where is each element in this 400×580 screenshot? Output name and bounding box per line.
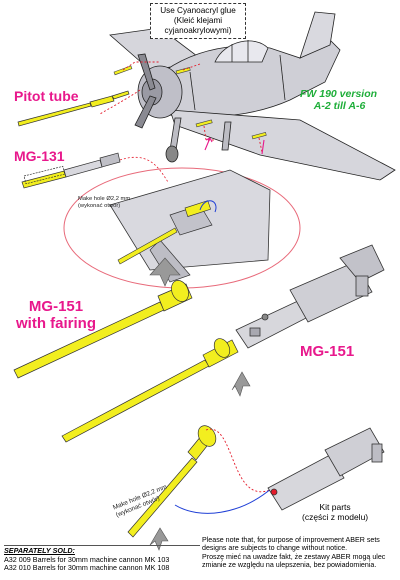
mg151-gun-body (235, 244, 385, 349)
hole-note-top: Make hole Ø2,2 mm (wykonać otwór) (78, 196, 130, 210)
separately-sold-item: A32 009 Barrels for 30mm machine cannon … (4, 554, 170, 564)
mg151-barrel-part (61, 338, 239, 443)
version-line: A-2 till A-6 (313, 100, 366, 112)
mg151-fairing-line: MG-151 (28, 298, 84, 315)
glue-note-box: Use Cyanoacryl glue (Kleić klejami cyjan… (150, 3, 246, 39)
notice-line: Proszę mieć na uwadze fakt, że zestawy A… (202, 552, 386, 561)
mg151-fairing-line: with fairing (16, 315, 96, 332)
separately-sold-item: A32 010 Barrels for 30mm machine cannon … (4, 563, 170, 573)
glue-note-line: cyjanoakrylowymi) (164, 26, 232, 35)
lower-barrel-part (127, 425, 217, 538)
pitot-tube-part (17, 90, 130, 127)
mg131-label: MG-131 (14, 148, 65, 164)
mg131-part (21, 152, 121, 189)
fw190-aircraft (109, 11, 396, 181)
mg151-fairing-label: MG-151 with fairing (16, 298, 96, 332)
separately-sold-box: SEPARATELY SOLD: A32 009 Barrels for 30m… (4, 545, 200, 573)
mg151-arrow (231, 371, 251, 397)
kit-parts-guide (205, 428, 271, 493)
kit-parts-line: Kit parts (319, 502, 351, 512)
kit-parts-line: (części z modelu) (302, 512, 369, 522)
callout-arrows (204, 137, 265, 155)
kit-parts-label: Kit parts (części z modelu) (302, 502, 368, 522)
version-line: FW 190 version (300, 88, 378, 100)
aircraft-part-markers (113, 65, 267, 140)
aircraft-guide-lines (99, 61, 263, 153)
pitot-tube-label: Pitot tube (14, 88, 79, 104)
glue-note-line: (Kleić klejami (173, 16, 223, 25)
notice-line: designs are subjects to change without n… (202, 544, 348, 553)
kit-parts-gun (267, 427, 385, 511)
separately-sold-heading: SEPARATELY SOLD: (4, 546, 75, 555)
glue-note-line: Use Cyanoacryl glue (160, 6, 236, 15)
change-notice: Please note that, for purpose of improve… (202, 536, 398, 570)
notice-line: zmianie ze względu na ulepszenia, bez po… (202, 561, 377, 570)
mg151-fairing-part (13, 280, 193, 379)
mg131-guide (119, 156, 169, 183)
hole-note-line: (wykonać otwór) (78, 203, 121, 209)
insert-arrow (149, 257, 181, 287)
version-label: FW 190 version A-2 till A-6 (300, 88, 377, 112)
kit-parts-wire (174, 487, 273, 514)
lower-barrel-arrow (149, 527, 169, 551)
detail-zoom-oval (63, 167, 301, 289)
hole-note-line: Make hole Ø2,2 mm (78, 196, 131, 202)
mg151-label: MG-151 (300, 343, 355, 360)
notice-line: Please note that, for purpose of improve… (202, 536, 380, 544)
